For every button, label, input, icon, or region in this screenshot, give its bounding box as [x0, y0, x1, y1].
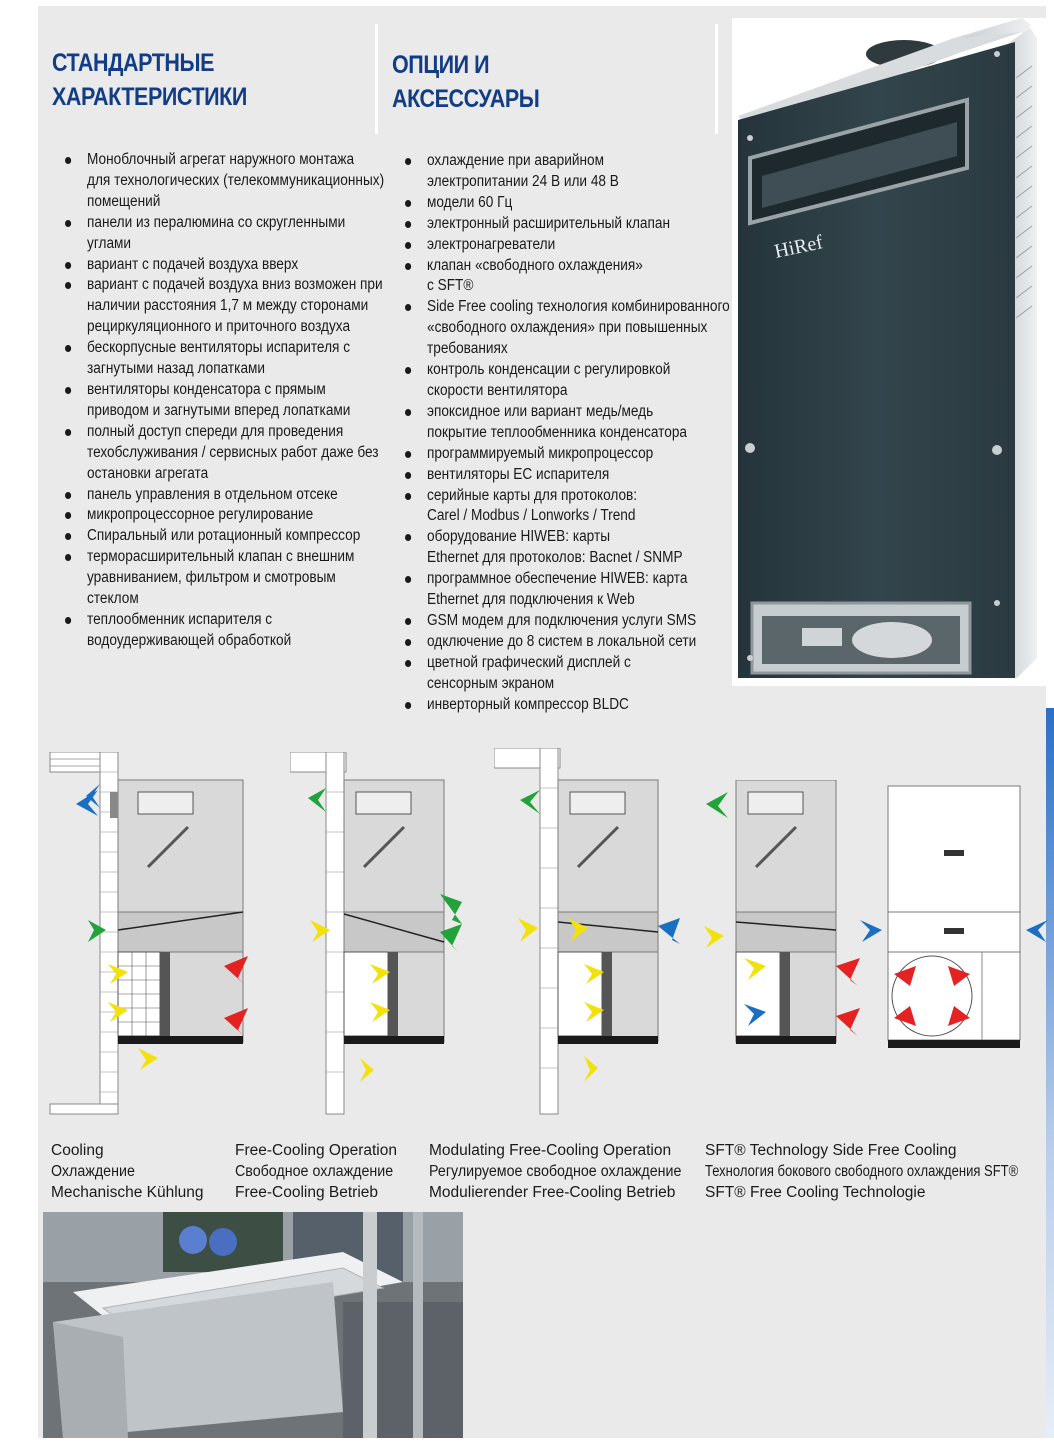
- blue-arrow: [860, 920, 882, 942]
- internal-unit-photo: [43, 1212, 463, 1438]
- feature-item: полный доступ спереди для проведения: [65, 422, 384, 443]
- yellow-arrow: [518, 918, 538, 942]
- feature-item: оборудование HIWEB: карты: [405, 527, 730, 548]
- fan-grille: [891, 955, 973, 1037]
- feature-item: охлаждение при аварийном: [405, 151, 730, 172]
- options-accessories-title: ОПЦИИ И АКСЕССУАРЫ: [392, 51, 540, 113]
- standard-features-title: СТАНДАРТНЫЕ ХАРАКТЕРИСТИКИ: [52, 49, 247, 111]
- sft-front-view-diagram: [860, 785, 1048, 1048]
- feature-item-continuation: Carel / Modbus / Lonworks / Trend: [427, 507, 636, 525]
- yellow-arrow: [310, 920, 330, 942]
- feature-item-continuation: покрытие теплообменника конденсатора: [427, 423, 688, 441]
- feature-item: панель управления в отдельном отсеке: [65, 485, 384, 506]
- feature-item-continuation: Ethernet для протоколов: Bacnet / SNMP: [427, 549, 683, 567]
- feature-item: вентиляторы конденсатора с прямым: [65, 380, 384, 401]
- feature-item-continuation: остановки агрегата: [87, 464, 209, 482]
- red-arrow: [894, 966, 916, 986]
- wall: [539, 748, 559, 1115]
- feature-item: панели из пералюмина со скругленными: [65, 213, 384, 234]
- caption-modulating-free-cooling: Modulating Free-Cooling Operation Регули…: [429, 1142, 682, 1201]
- green-arrow: [308, 788, 326, 812]
- feature-item: бескорпусные вентиляторы испарителя с: [65, 338, 384, 359]
- yellow-arrow: [704, 926, 724, 948]
- blue-arrow: [744, 1004, 766, 1026]
- feature-item: модели 60 Гц: [405, 193, 730, 214]
- feature-item: Спиральный или ротационный компрессор: [65, 526, 384, 547]
- feature-item: вариант с подачей воздуха вверх: [65, 255, 384, 276]
- red-arrow: [836, 958, 860, 986]
- feature-item: электронагреватели: [405, 235, 730, 256]
- feature-item: одключение до 8 систем в локальной сети: [405, 632, 730, 653]
- caption-cooling: Cooling Охлаждение Mechanische Kühlung: [51, 1142, 204, 1201]
- feature-item: теплообменник испарителя с: [65, 610, 384, 631]
- yellow-arrow: [108, 964, 128, 984]
- feature-item: электронный расширительный клапан: [405, 214, 730, 235]
- feature-item-continuation: помещений: [87, 192, 161, 210]
- feature-item-continuation: загнутыми назад лопатками: [87, 360, 266, 378]
- feature-item: контроль конденсации с регулировкой: [405, 360, 730, 381]
- red-arrow: [224, 956, 248, 984]
- caption-sft: SFT® Technology Side Free Cooling Технол…: [705, 1142, 1019, 1201]
- feature-item: программное обеспечение HIWEB: карта: [405, 569, 730, 590]
- feature-item-continuation: стеклом: [87, 590, 139, 608]
- feature-item-continuation: приводом и загнутыми вперед лопатками: [87, 401, 351, 419]
- free-cooling-diagram: [290, 752, 462, 1115]
- feature-item-continuation: углами: [87, 234, 132, 252]
- feature-item-continuation: сенсорным экраном: [427, 674, 555, 692]
- feature-item-continuation: Ethernet для подключения к Web: [427, 591, 635, 609]
- feature-item: инверторный компрессор BLDC: [405, 695, 730, 716]
- feature-item-continuation: «свободного охлаждения» при повышенных: [427, 319, 708, 337]
- sft-diagram: [704, 780, 860, 1044]
- feature-item-continuation: техобслуживания / сервисных работ даже б…: [87, 443, 379, 461]
- feature-item-continuation: водоудерживающей обработкой: [87, 631, 292, 649]
- blue-arrow: [658, 918, 680, 944]
- cooling-diagram: [49, 752, 248, 1115]
- feature-item: вариант с подачей воздуха вниз возможен …: [65, 275, 384, 296]
- column-divider-1: [375, 24, 378, 134]
- product-unit-illustration: HiRef: [732, 18, 1047, 686]
- feature-item-continuation: уравниванием, фильтром и смотровым: [87, 569, 336, 587]
- feature-item: GSM модем для подключения услуги SMS: [405, 611, 730, 632]
- feature-item-continuation: с SFT®: [427, 277, 474, 295]
- feature-item: Side Free cooling технология комбинирова…: [405, 297, 730, 318]
- feature-item: программируемый микропроцессор: [405, 444, 730, 465]
- feature-item: терморасширительный клапан с внешним: [65, 547, 384, 568]
- feature-item: серийные карты для протоколов:: [405, 486, 730, 507]
- feature-item-continuation: требованиях: [427, 340, 508, 358]
- decorative-side-bar: [1046, 708, 1054, 1438]
- feature-item-continuation: рециркуляционного и приточного воздуха: [87, 318, 351, 336]
- feature-item: цветной графический дисплей с: [405, 653, 730, 674]
- coil: [343, 951, 389, 1037]
- caption-free-cooling: Free-Cooling Operation Свободное охлажде…: [235, 1142, 397, 1201]
- feature-item: микропроцессорное регулирование: [65, 505, 384, 526]
- green-arrow: [706, 792, 728, 818]
- feature-item: клапан «свободного охлаждения»: [405, 256, 730, 277]
- feature-item: вентиляторы ЕС испарителя: [405, 465, 730, 486]
- feature-item-continuation: электропитании 24 В или 48 В: [427, 172, 619, 190]
- feature-item-continuation: скорости вентилятора: [427, 381, 568, 399]
- green-arrow: [520, 790, 540, 814]
- green-arrow: [88, 920, 106, 942]
- feature-item-continuation: наличии расстояния 1,7 м между сторонами: [87, 297, 369, 315]
- modulating-free-cooling-diagram: [494, 748, 680, 1115]
- column-divider-2: [715, 24, 718, 134]
- wall: [325, 752, 345, 1115]
- feature-item: Моноблочный агрегат наружного монтажа: [65, 150, 384, 171]
- coil: [557, 951, 603, 1037]
- feature-item: эпоксидное или вариант медь/медь: [405, 402, 730, 423]
- feature-item-continuation: для технологических (телекоммуникационны…: [87, 171, 385, 189]
